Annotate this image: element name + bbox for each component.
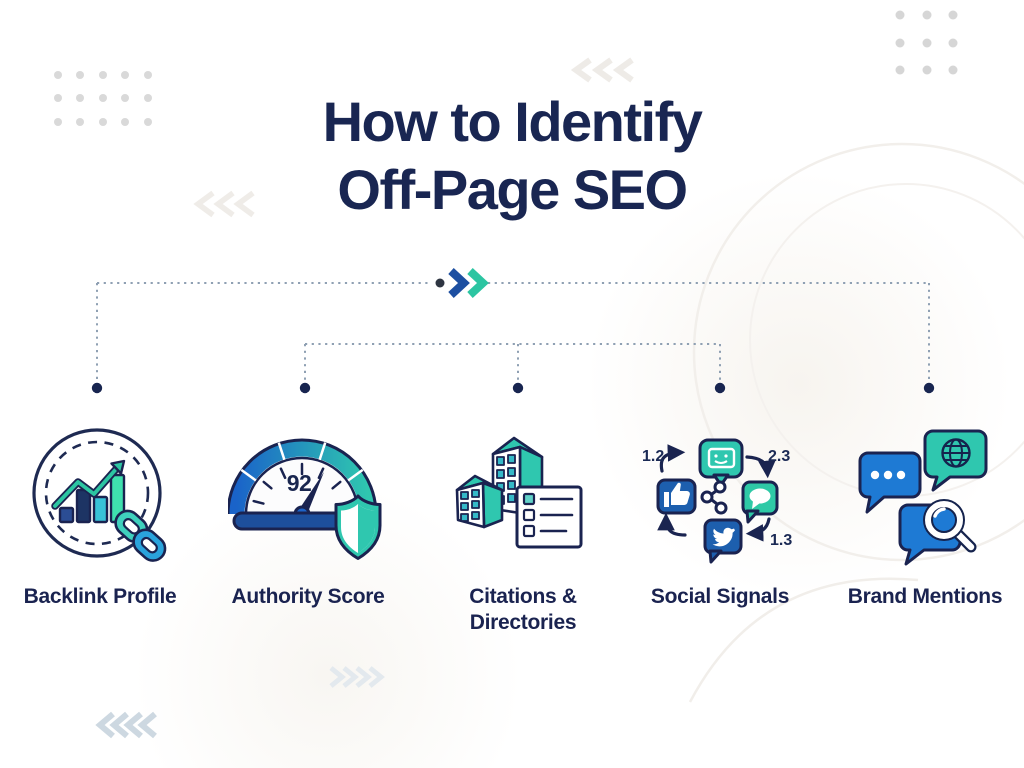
metric-bottom-right: 1.3 (770, 532, 793, 549)
bar-chart-icon (58, 473, 126, 524)
flow-endpoint-dots (91, 382, 935, 394)
page-title: How to Identify Off-Page SEO (0, 88, 1024, 225)
chain-link-icon (114, 509, 167, 562)
item-label-backlink-profile: Backlink Profile (23, 585, 177, 608)
cycle-arrows (657, 444, 776, 542)
chevrons-bottom-left-icon (95, 711, 157, 739)
gauge-score-value: 92 (286, 470, 312, 496)
metric-top-left: 1.2 (642, 448, 665, 465)
chat-badge-icon (741, 480, 779, 524)
globe-bubble-icon (923, 429, 988, 492)
social-signals-icon: 1.2 2.3 1.3 (630, 425, 810, 585)
social-signals-svg (656, 438, 779, 564)
page-title-line1: How to Identify (322, 90, 703, 153)
chevrons-top-center-icon (570, 57, 634, 83)
item-label-brand-mentions: Brand Mentions (847, 585, 1003, 608)
item-label-social-signals: Social Signals (650, 585, 790, 608)
checklist-card-icon (515, 485, 583, 549)
dot-grid-top-right-icon (895, 10, 958, 75)
chevrons-bottom-right-icon (329, 666, 385, 688)
brand-mentions-svg (858, 429, 988, 566)
page-title-line2: Off-Page SEO (337, 158, 688, 222)
item-label-citations-directories: Citations & Directories (469, 585, 577, 635)
dots-bubble-icon (858, 451, 922, 514)
shield-icon (334, 494, 382, 560)
item-label-authority-score: Authority Score (231, 585, 385, 608)
metric-top-right: 2.3 (768, 448, 791, 465)
backlink-profile-svg (32, 428, 167, 562)
gauge-needle (298, 472, 324, 517)
screen-badge-icon (698, 438, 744, 487)
thumbs-up-icon (656, 478, 697, 515)
authority-score-svg (228, 438, 382, 560)
citations-directories-icon (448, 428, 598, 574)
share-icon (700, 480, 728, 515)
magnifier-icon (923, 499, 977, 553)
gauge-base (232, 511, 344, 531)
citations-directories-svg (455, 436, 583, 549)
flow-start-dot (435, 278, 445, 288)
flow-connector (96, 282, 930, 381)
chevrons-left-icon (193, 190, 255, 218)
backlink-profile-icon (25, 418, 175, 568)
search-bubble-icon (898, 499, 977, 566)
double-chevron-icon (448, 268, 489, 298)
brand-mentions-icon (840, 420, 1010, 580)
building-small-icon (455, 474, 504, 529)
authority-score-icon: 92 (228, 424, 388, 570)
dot-grid-top-left-icon (54, 71, 152, 126)
globe-icon (941, 438, 971, 468)
growth-arrow-icon (51, 459, 126, 510)
twitter-bird-icon (703, 518, 743, 564)
